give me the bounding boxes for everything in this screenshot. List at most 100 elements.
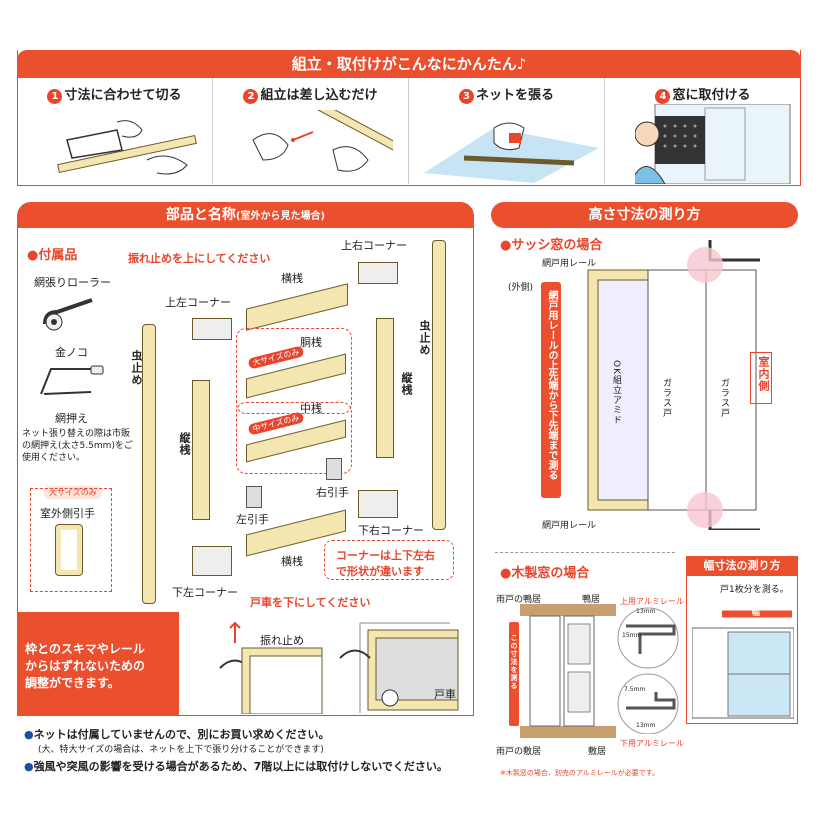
indoor-box — [750, 352, 772, 404]
net-press-note: ネット張り替えの際は市販の網押え(太さ5.5mm)をご使用ください。 — [22, 429, 133, 463]
left-handle-icon — [246, 486, 262, 508]
adjust-line1: 枠とのスキマやレール — [25, 642, 145, 656]
outer-handle-icon — [55, 524, 83, 576]
dim-13a: 13mm — [636, 608, 656, 615]
roller-wheel-label: 戸車 — [434, 688, 456, 701]
insect-stop-left-label: 虫止め — [130, 350, 143, 386]
glass-door-2-label: ガラス戸 — [719, 378, 729, 418]
step-label: 組立は差し込むだけ — [260, 88, 378, 103]
lower-left-corner — [192, 546, 232, 576]
vertical-bar-left — [192, 380, 210, 520]
assemble-illustration — [252, 110, 393, 172]
step-label: ネットを張る — [475, 88, 554, 103]
insect-stop-right — [432, 240, 446, 530]
kamoi-label: 鴨居 — [582, 595, 601, 605]
vertical-bar-right-label: 縦桟 — [400, 372, 413, 396]
width-window-illustration — [692, 610, 794, 719]
adjust-line2: からはずれないための — [25, 659, 146, 673]
adjust-box — [17, 612, 179, 716]
note-line2: ●強風や突風の影響を受ける場合があるため、7階以上には取付けしないでください。 — [24, 760, 448, 773]
sash-window-illustration — [587, 240, 760, 530]
width-badge: 幅 — [752, 608, 760, 617]
step-number: 2 — [243, 89, 259, 104]
horizontal-bar-top-label: 横桟 — [281, 272, 303, 285]
parts-header: 部品と名称(室外から見た場合) — [17, 202, 474, 228]
net-press-label: 網押え — [55, 412, 88, 425]
corner-note-line2: で形状が違います — [336, 565, 424, 578]
body-bar-label: 胴桟 — [300, 336, 322, 349]
upper-rail-label: 上用アルミレール — [620, 597, 684, 606]
step-number: 3 — [458, 89, 474, 104]
wood-title: ●木製窓の場合 — [500, 566, 590, 581]
roller-icon — [43, 298, 93, 331]
shikii-label: 敷居 — [588, 747, 607, 757]
insect-stop-right-label: 虫止め — [418, 320, 431, 356]
upper-left-corner — [192, 318, 232, 340]
corner-note-line1: コーナーは上下左右 — [336, 549, 435, 562]
width-note: 戸1枚分を測る。 — [720, 585, 789, 595]
middle-bar-label: 中桟 — [300, 402, 322, 415]
dim-75: 7.5mm — [624, 686, 646, 693]
saw-label: 金ノコ — [55, 346, 88, 359]
note-line1-sub: (大、特大サイズの場合は、ネットを上下で張り分けることができます) — [38, 745, 324, 755]
width-title: 幅寸法の測り方 — [703, 559, 781, 572]
horizontal-bar-bottom-label: 横桟 — [281, 555, 303, 568]
install-window-illustration — [635, 104, 791, 184]
lower-left-corner-label: 下左コーナー — [172, 586, 238, 599]
parts-title: 部品と名称 — [165, 207, 236, 223]
lower-rail-label: 下用アルミレール — [620, 739, 684, 748]
adjust-line3: 調整ができます。 — [25, 676, 120, 690]
step-number: 4 — [655, 89, 671, 104]
insect-stop-left — [142, 324, 156, 604]
upper-right-corner — [358, 262, 398, 284]
outer-handle-label: 室外側引手 — [40, 507, 95, 520]
glass-door-1-label: ガラス戸 — [661, 378, 671, 418]
dim-13b: 13mm — [636, 722, 656, 729]
wood-note: ※木製窓の場合、別売のアルミレールが必要です。 — [500, 769, 660, 777]
parts-subtitle: (室外から見た場合) — [235, 211, 326, 222]
adjust-illustration — [219, 621, 459, 714]
height-header — [491, 202, 798, 228]
lower-right-corner — [358, 490, 398, 518]
upper-left-corner-label: 上左コーナー — [165, 296, 231, 309]
outer-handle-box — [30, 488, 112, 592]
measure-arrow — [541, 282, 561, 498]
section-divider — [495, 552, 675, 553]
outside-label: (外側) — [508, 283, 534, 293]
rail-top-label: 網戸用レール — [542, 259, 597, 269]
large-only-badge: 大サイズのみ — [44, 486, 102, 499]
note-line1-text: ネットは付属していませんので、別にお買い求めください。 — [33, 728, 330, 741]
rain-top-label: 雨戸の鴨居 — [496, 595, 542, 605]
left-handle-label: 左引手 — [236, 513, 269, 526]
accessories-title: ●付属品 — [27, 248, 78, 263]
roller-label: 網張りローラー — [34, 276, 111, 289]
note-line2-text: 強風や突風の影響を受ける場合があるため、7階以上には取付けしないでください。 — [33, 760, 448, 773]
width-header — [686, 556, 798, 576]
vertical-bar-right — [376, 318, 394, 458]
step-number: 1 — [47, 89, 63, 104]
swing-stop-note: 振れ止めを上にしてください — [128, 252, 271, 265]
medium-only-bar-box — [236, 402, 352, 474]
saw-cut-illustration — [57, 120, 197, 175]
corner-note-box — [324, 540, 454, 580]
upper-right-corner-label: 上右コーナー — [341, 239, 407, 252]
right-handle-icon — [326, 458, 342, 480]
step-label: 寸法に合わせて切る — [64, 88, 182, 103]
hacksaw-icon — [40, 365, 104, 395]
roller-note: 戸車を下にしてください — [250, 596, 371, 609]
measure-label: 網戸用レールの上先端から下先端まで測る — [546, 290, 557, 480]
wood-window-illustration — [520, 604, 616, 738]
height-title: 高さ寸法の測り方 — [588, 207, 701, 223]
right-handle-label: 右引手 — [316, 486, 349, 499]
wood-measure-label: この寸法を測る — [510, 634, 518, 690]
step-label: 窓に取付ける — [672, 88, 751, 103]
rain-bottom-label: 雨戸の敷居 — [496, 747, 542, 757]
dim-15: 15mm — [622, 632, 642, 639]
swing-stop-label: 振れ止め — [260, 634, 304, 647]
wood-measure-arrow — [509, 622, 519, 726]
ok-amido-label: OK組立アミド — [611, 360, 621, 425]
rail-bottom-label: 網戸用レール — [542, 521, 597, 531]
